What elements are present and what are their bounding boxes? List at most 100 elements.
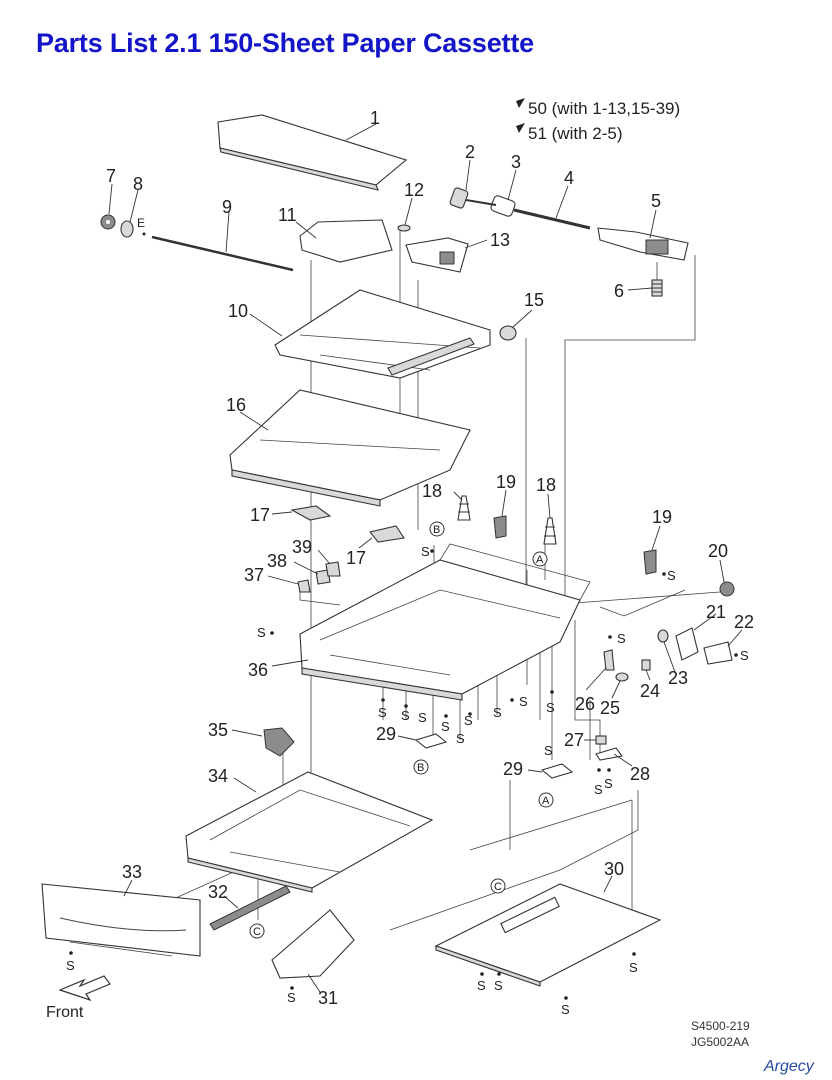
part-label-16: 16: [226, 395, 246, 415]
part-21-bracket: [675, 613, 717, 661]
brand-watermark: Argecy: [764, 1058, 814, 1075]
connector-c-label: C: [494, 881, 502, 893]
part-20-gear: [719, 559, 735, 597]
kit-label-50: 50 (with 1-13,15-39): [528, 99, 680, 118]
part-label-9: 9: [222, 197, 232, 217]
part-18-spring-right: [543, 493, 557, 545]
part-label-35: 35: [208, 720, 228, 740]
part-8-bearing: [120, 189, 139, 238]
drawing-code: JG5002AA: [691, 1035, 750, 1049]
screw-label: S: [421, 544, 430, 559]
part-label-11: 11: [278, 205, 297, 225]
part-label-26: 26: [575, 694, 595, 714]
part-26-latch: [585, 649, 615, 691]
part-label-31: 31: [318, 988, 338, 1008]
part-label-39: 39: [292, 537, 312, 557]
part-1-cover: [217, 114, 408, 191]
part-39-clip: [317, 549, 341, 577]
part-9-shaft: [151, 211, 294, 272]
screw-label: S: [594, 782, 603, 797]
part-label-29b: 29: [503, 759, 523, 779]
screw-label: S: [477, 978, 486, 993]
part-34-cassette: [185, 771, 434, 893]
screw-label: S: [464, 713, 473, 728]
part-label-20: 20: [708, 541, 728, 561]
part-label-29a: 29: [376, 724, 396, 744]
front-label: Front: [46, 1004, 84, 1021]
part-32-guide: [209, 885, 291, 931]
part-23-gear: [657, 629, 676, 673]
connector-b-label: B: [417, 762, 424, 774]
part-29-plate-right: [527, 763, 574, 779]
part-15-bearing: [499, 309, 533, 341]
part-label-25: 25: [600, 698, 620, 718]
screw-label: S: [66, 958, 75, 973]
front-arrow-icon: [58, 975, 111, 1002]
part-label-24: 24: [640, 681, 660, 701]
part-28-latch: [595, 747, 633, 767]
part-label-38: 38: [267, 551, 287, 571]
part-label-7: 7: [106, 166, 116, 186]
part-label-1: 1: [370, 108, 380, 128]
part-17-lever-right: [358, 525, 405, 549]
screw-label: S: [604, 776, 613, 791]
part-label-17b: 17: [346, 548, 366, 568]
part-label-15: 15: [524, 290, 544, 310]
screw-label: S: [494, 978, 503, 993]
screw-label: S: [667, 568, 676, 583]
part-36-base: [271, 543, 591, 701]
connector-a-label: A: [542, 795, 550, 807]
part-38-clip: [293, 561, 331, 585]
part-label-21: 21: [706, 602, 726, 622]
connector-c-label: C: [253, 926, 261, 938]
part-5-bracket: [597, 209, 689, 261]
part-label-27: 27: [564, 730, 584, 750]
part-label-4: 4: [564, 168, 574, 188]
part-13-guide: [405, 237, 488, 273]
screw-label: S: [441, 719, 450, 734]
part-24-spring: [641, 659, 651, 681]
part-30-bottom-plate: [434, 875, 662, 987]
part-22-cover: [703, 629, 743, 665]
drawing-code: S4500-219: [691, 1019, 750, 1033]
part-label-37: 37: [244, 565, 264, 585]
part-3-roller: [465, 169, 517, 217]
page-title: Parts List 2.1 150-Sheet Paper Cassette: [36, 28, 534, 58]
part-label-3: 3: [511, 152, 521, 172]
screw-label: S: [519, 694, 528, 709]
screw-label: S: [287, 990, 296, 1005]
connector-callouts: B A B A C C: [249, 521, 554, 939]
part-label-23: 23: [668, 668, 688, 688]
part-label-8: 8: [133, 174, 143, 194]
part-4-shaft: [513, 185, 591, 230]
part-19-guide-left: [493, 489, 507, 539]
part-33-front-cover: [41, 879, 201, 957]
screw-label: S: [629, 960, 638, 975]
part-35-latch: [231, 727, 295, 757]
part-25-lever: [611, 672, 629, 699]
screw-label: S: [401, 708, 410, 723]
screw-label: S: [257, 625, 266, 640]
part-17-lever-left: [271, 505, 332, 521]
part-label-5: 5: [651, 191, 661, 211]
screw-label: S: [418, 710, 427, 725]
part-label-36: 36: [248, 660, 268, 680]
kit-arrow-icon: [516, 123, 525, 133]
part-label-12: 12: [404, 180, 424, 200]
part-7-gear: [100, 183, 116, 230]
part-label-32: 32: [208, 882, 228, 902]
kit-arrow-icon: [516, 98, 525, 108]
part-29-plate-left: [397, 733, 448, 749]
screw-label: S: [617, 631, 626, 646]
screw-markers: S S S S S S S S S S S S S S S S S S S S: [66, 544, 749, 1017]
connector-b-label: B: [433, 524, 440, 536]
part-27-spring: [584, 735, 607, 745]
part-label-19b: 19: [652, 507, 672, 527]
part-label-6: 6: [614, 281, 624, 301]
part-labels: 1 2 3 4 5 6 7 8 9 10 11 12 13 15 16 17 1…: [106, 108, 754, 1008]
part-label-33: 33: [122, 862, 142, 882]
part-10-plate: [249, 289, 491, 379]
part-label-10: 10: [228, 301, 248, 321]
part-label-28: 28: [630, 764, 650, 784]
kit-notes: 50 (with 1-13,15-39) 51 (with 2-5): [516, 98, 680, 143]
